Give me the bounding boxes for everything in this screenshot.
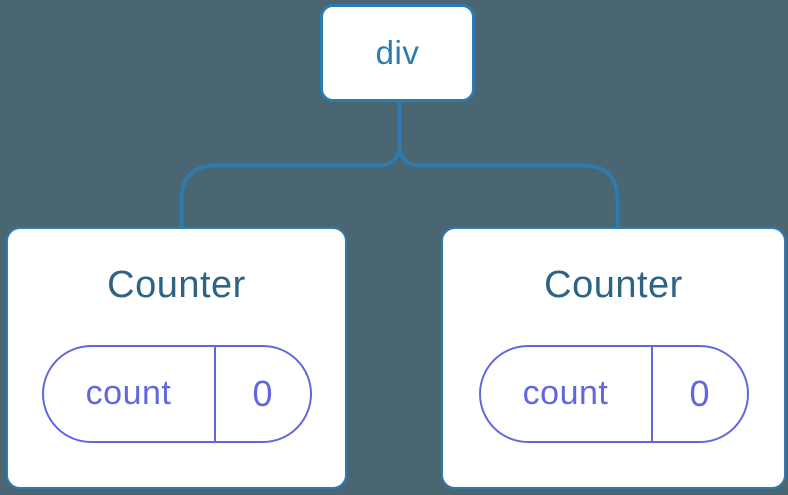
connector-branch-right: [397, 100, 620, 228]
connector-branch-left: [179, 100, 402, 228]
root-node-label: div: [375, 34, 420, 71]
counter-card-left: Counter count 0: [6, 227, 347, 489]
counter-card-right-title: Counter: [544, 264, 683, 306]
counter-card-right: Counter count 0: [441, 227, 786, 489]
state-key-right: count: [522, 374, 609, 413]
state-key-left: count: [85, 374, 172, 413]
state-value-left: 0: [213, 346, 310, 441]
root-node-div: div: [320, 4, 475, 102]
state-value-right: 0: [650, 346, 747, 441]
counter-card-left-title: Counter: [107, 264, 246, 306]
state-pill-right: count 0: [478, 344, 749, 443]
state-pill-left: count 0: [41, 344, 312, 443]
